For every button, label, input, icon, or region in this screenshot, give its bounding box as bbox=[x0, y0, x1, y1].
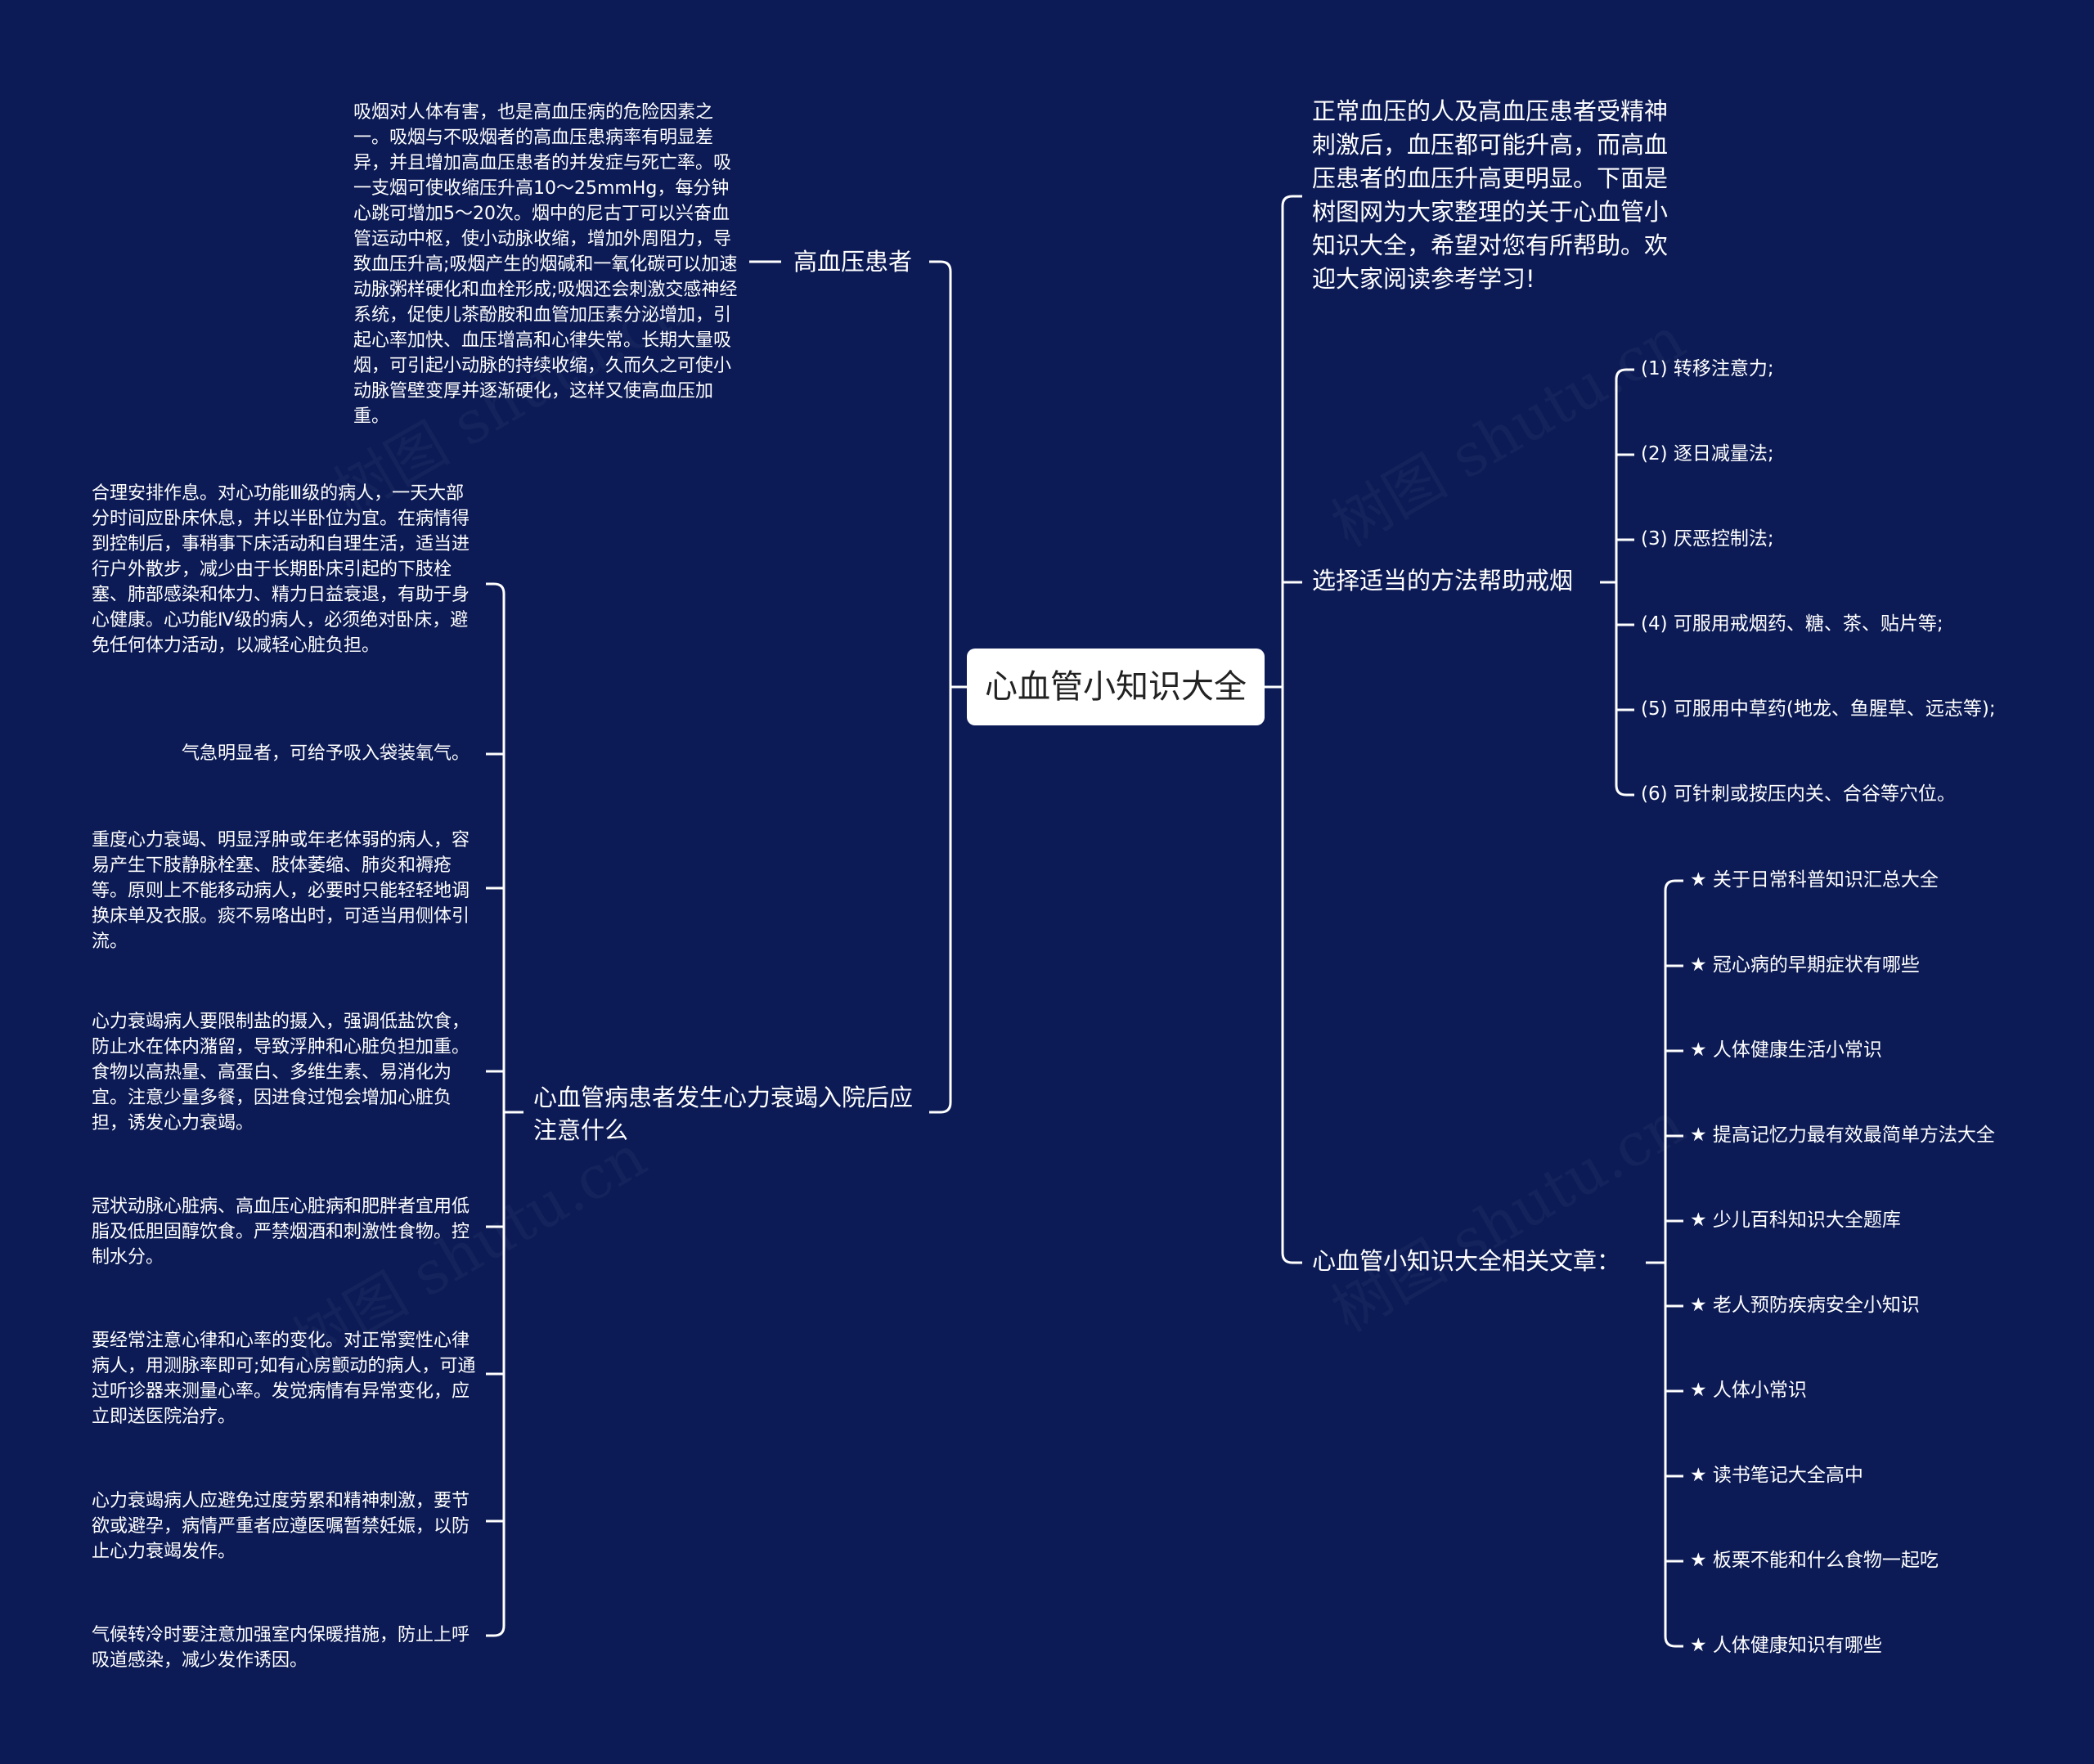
related-article-link[interactable]: ★ 提高记忆力最有效最简单方法大全 bbox=[1690, 1124, 1995, 1146]
related-article-link[interactable]: ★ 板栗不能和什么食物一起吃 bbox=[1690, 1550, 1939, 1571]
related-article-link[interactable]: ★ 人体健康知识有哪些 bbox=[1690, 1635, 1882, 1656]
leaf-hf-fatigue: 心力衰竭病人应避免过度劳累和精神刺激，要节欲或避孕，病情严重者应遵医嘱暂禁妊娠，… bbox=[92, 1491, 470, 1562]
connector-line bbox=[486, 582, 506, 595]
related-article-link[interactable]: ★ 少儿百科知识大全题库 bbox=[1690, 1210, 1901, 1231]
leaf-quit-3: (3) 厌恶控制法; bbox=[1641, 528, 1774, 550]
related-article-link[interactable]: ★ 关于日常科普知识汇总大全 bbox=[1690, 869, 1939, 891]
leaf-hf-rhythm: 要经常注意心律和心率的变化。对正常窦性心律病人，用测脉率即可;如有心房颤动的病人… bbox=[92, 1331, 476, 1427]
leaf-smoking-harm: 吸烟对人体有害，也是高血压病的危险因素之一。吸烟与不吸烟者的高血压患病率有明显差… bbox=[353, 102, 738, 427]
related-article-link[interactable]: ★ 人体健康生活小常识 bbox=[1690, 1039, 1882, 1061]
related-article-link[interactable]: ★ 人体小常识 bbox=[1690, 1380, 1807, 1401]
leaf-hf-salt: 心力衰竭病人要限制盐的摄入，强调低盐饮食，防止水在体内潴留，导致浮肿和心脏负担加… bbox=[92, 1012, 470, 1133]
connector-line bbox=[1664, 1636, 1683, 1648]
leaf-hf-cold: 气候转冷时要注意加强室内保暖措施，防止上呼吸道感染，减少发作诱因。 bbox=[92, 1625, 470, 1671]
branch-related[interactable]: 心血管小知识大全相关文章： bbox=[1312, 1247, 1621, 1275]
branch-quit-smoking[interactable]: 选择适当的方法帮助戒烟 bbox=[1312, 567, 1574, 595]
connector-line bbox=[486, 1625, 506, 1637]
related-article-link[interactable]: ★ 读书笔记大全高中 bbox=[1690, 1465, 1863, 1486]
branch-heart-failure[interactable]: 心血管病患者发生心力衰竭入院后应注意什么 bbox=[533, 1084, 914, 1144]
leaf-quit-2: (2) 逐日减量法; bbox=[1641, 443, 1774, 465]
related-article-link[interactable]: ★ 冠心病的早期症状有哪些 bbox=[1690, 954, 1920, 976]
leaf-quit-6: (6) 可针刺或按压内关、合谷等穴位。 bbox=[1641, 783, 1956, 805]
connector-line bbox=[1281, 195, 1302, 207]
leaf-quit-4: (4) 可服用戒烟药、糖、茶、贴片等; bbox=[1641, 613, 1943, 635]
leaf-quit-5: (5) 可服用中草药(地龙、鱼腥草、远志等); bbox=[1641, 698, 1996, 720]
connector-line bbox=[929, 1102, 952, 1114]
connector-line bbox=[1615, 368, 1634, 380]
leaf-hf-rest: 合理安排作息。对心功能Ⅲ级的病人，一天大部分时间应卧床休息，并以半卧位为宜。在病… bbox=[92, 483, 470, 656]
connector-line bbox=[1281, 1252, 1302, 1264]
connector-line bbox=[1664, 879, 1683, 891]
related-article-link[interactable]: ★ 老人预防疾病安全小知识 bbox=[1690, 1295, 1920, 1316]
root-node[interactable]: 心血管小知识大全 bbox=[967, 649, 1265, 725]
leaf-quit-1: (1) 转移注意力; bbox=[1641, 358, 1774, 379]
leaf-hf-severe: 重度心力衰竭、明显浮肿或年老体弱的病人，容易产生下肢静脉栓塞、肢体萎缩、肺炎和褥… bbox=[92, 830, 470, 952]
leaf-hf-diet: 冠状动脉心脏病、高血压心脏病和肥胖者宜用低脂及低胆固醇饮食。严禁烟酒和刺激性食物… bbox=[92, 1196, 470, 1268]
branch-intro[interactable]: 正常血压的人及高血压患者受精神刺激后，血压都可能升高，而高血压患者的血压升高更明… bbox=[1312, 97, 1669, 293]
branch-hypertension[interactable]: 高血压患者 bbox=[793, 248, 913, 276]
connector-line bbox=[929, 260, 952, 272]
connector-line bbox=[1615, 784, 1634, 797]
leaf-hf-oxygen: 气急明显者，可给予吸入袋装氧气。 bbox=[181, 743, 470, 764]
